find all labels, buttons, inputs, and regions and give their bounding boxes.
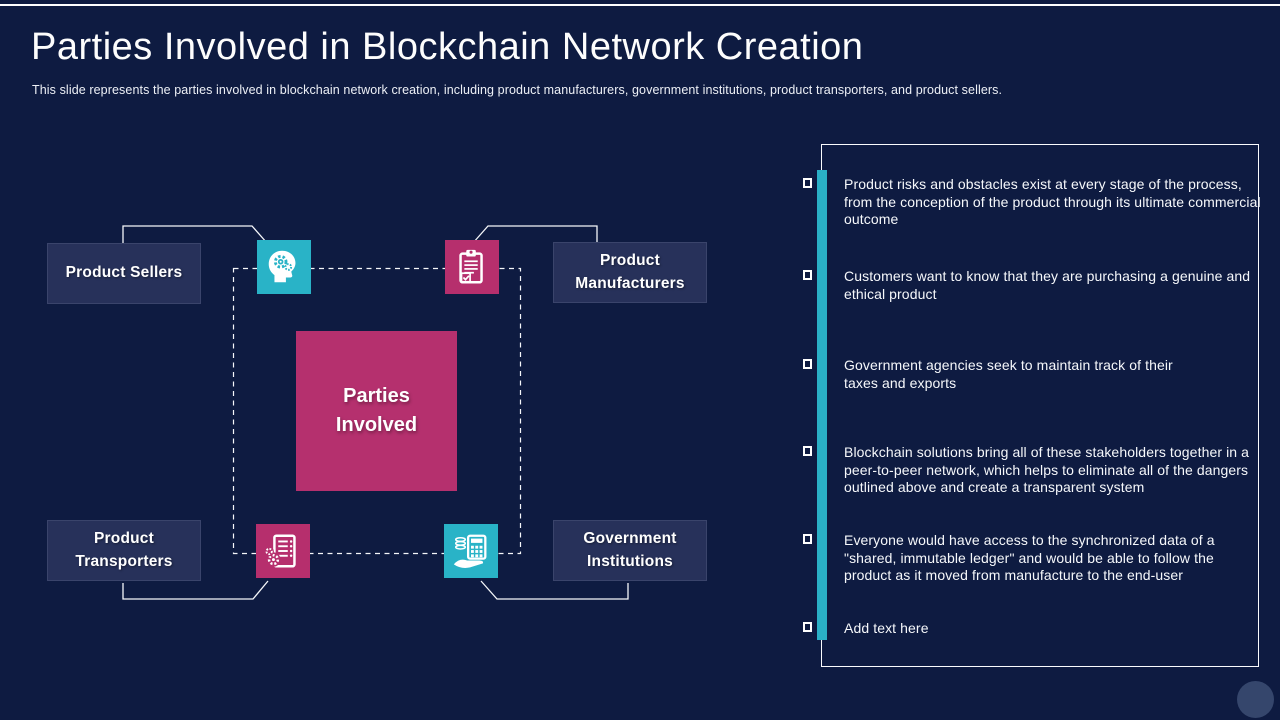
bullet-square-icon [803,622,812,632]
center-label: Parties Involved [335,385,418,436]
decorative-corner-circle [1237,681,1274,718]
bullet-square-icon [803,270,812,280]
calculator-hand-glyph [453,534,487,568]
node-label: Product Manufacturers [575,252,685,292]
notes-panel-accent-bar [817,170,827,640]
bullet-text: Customers want to know that they are pur… [844,268,1251,302]
checklist-gears-glyph [264,534,296,568]
bullet-square-icon [803,534,812,544]
clipboard-check-icon [445,240,499,294]
bullet-square-icon [803,359,812,369]
slide-subtitle: This slide represents the parties involv… [32,83,1003,97]
node-label: Government Institutions [583,530,677,570]
checklist-gears-icon [256,524,310,578]
bullet-square-icon [803,446,812,456]
node-product-sellers: Product Sellers [47,243,201,304]
center-parties-involved-box: Parties Involved [296,331,457,491]
node-government-institutions: Government Institutions [553,520,707,581]
thinking-head-icon [257,240,311,294]
bullet-text: Blockchain solutions bring all of these … [844,444,1250,495]
bullet-text: Everyone would have access to the synchr… [844,532,1215,583]
bullet-text: Add text here [844,620,929,636]
bullet-text: Government agencies seek to maintain tra… [844,357,1173,391]
bullet-square-icon [803,178,812,188]
bullet-text: Product risks and obstacles exist at eve… [844,176,1261,227]
page-title: Parties Involved in Blockchain Network C… [31,26,864,68]
clipboard-check-glyph [459,249,483,284]
node-product-manufacturers: Product Manufacturers [553,242,707,303]
thinking-head-glyph [268,250,296,283]
calculator-hand-icon [444,524,498,578]
node-product-transporters: Product Transporters [47,520,201,581]
top-divider-line [0,4,1280,6]
node-label: Product Sellers [65,264,183,282]
node-label: Product Transporters [75,530,173,570]
